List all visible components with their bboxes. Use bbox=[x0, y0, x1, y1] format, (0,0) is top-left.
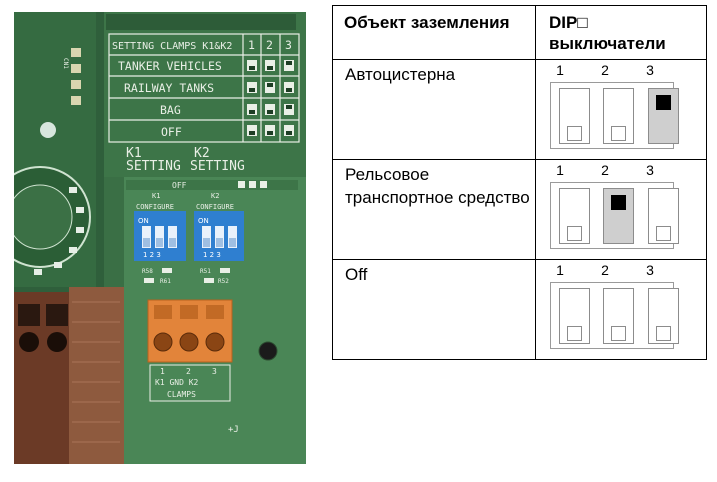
header-grounding-object: Объект заземления bbox=[332, 5, 536, 60]
photo-label-tanker: TANKER VEHICLES bbox=[118, 59, 222, 73]
dip-switch-2-off bbox=[603, 288, 634, 344]
dip-switch-knob bbox=[656, 226, 671, 241]
dip-diagram: 1 2 3 bbox=[536, 260, 706, 359]
dip-switch-knob bbox=[611, 326, 626, 341]
svg-text:R58: R58 bbox=[142, 268, 153, 275]
dip-switch-1-off bbox=[559, 288, 590, 344]
svg-text:+J: +J bbox=[228, 425, 239, 435]
photo-label-bag: BAG bbox=[160, 103, 181, 117]
svg-text:SETTING: SETTING bbox=[190, 159, 245, 174]
dip-diagram: 1 2 3 bbox=[536, 60, 706, 159]
header-dip-switches: DIP□ выключатели bbox=[535, 5, 707, 60]
dip-number-2: 2 bbox=[601, 62, 609, 78]
dip-switch-knob bbox=[611, 195, 626, 210]
photo-clamp-3: 3 bbox=[212, 367, 217, 376]
table-row: Рельсовое транспортное средство 1 2 3 bbox=[332, 159, 707, 260]
svg-text:ON: ON bbox=[198, 217, 209, 225]
dip-number-3: 3 bbox=[646, 62, 654, 78]
dip-switch-3-off bbox=[648, 288, 679, 344]
svg-text:R52: R52 bbox=[218, 278, 229, 285]
dip-number-1: 1 bbox=[556, 162, 564, 178]
photo-k1-setting: K1 bbox=[126, 146, 142, 161]
dip-switch-2-on bbox=[603, 188, 634, 244]
dip-diagram: 1 2 3 bbox=[536, 160, 706, 259]
dip-switch-knob bbox=[611, 126, 626, 141]
photo-clamp-1: 1 bbox=[160, 367, 165, 376]
dip-switch-knob bbox=[567, 226, 582, 241]
photo-clamps-word: CLAMPS bbox=[167, 390, 196, 399]
photo-sw1-title: K1 bbox=[152, 192, 160, 200]
dip-switch-1-off bbox=[559, 88, 590, 144]
table-row: Автоцистерна 1 2 3 bbox=[332, 59, 707, 160]
svg-text:CONFIGURE: CONFIGURE bbox=[196, 203, 234, 211]
photo-col-1: 1 bbox=[248, 38, 255, 52]
svg-text:R61: R61 bbox=[160, 278, 171, 285]
svg-text:R51: R51 bbox=[200, 268, 211, 275]
dip-number-1: 1 bbox=[556, 262, 564, 278]
photo-label-off: OFF bbox=[161, 125, 182, 139]
dip-frame bbox=[550, 182, 679, 249]
svg-text:1 2 3: 1 2 3 bbox=[203, 251, 221, 259]
photo-sw2-title: K2 bbox=[211, 192, 219, 200]
table-header-row: Объект заземления DIP□ выключатели bbox=[332, 5, 707, 60]
dip-switch-3-off bbox=[648, 188, 679, 244]
dip-switch-table: Объект заземления DIP□ выключатели Автоц… bbox=[332, 5, 707, 360]
photo-clamp-2: 2 bbox=[186, 367, 191, 376]
photo-col-2: 2 bbox=[266, 38, 273, 52]
dip-switch-knob bbox=[656, 326, 671, 341]
row-name-tanker: Автоцистерна bbox=[332, 59, 536, 160]
dip-frame bbox=[550, 82, 679, 149]
dip-number-2: 2 bbox=[601, 262, 609, 278]
dip-number-2: 2 bbox=[601, 162, 609, 178]
dip-switch-knob bbox=[567, 126, 582, 141]
svg-text:1 2 3: 1 2 3 bbox=[143, 251, 161, 259]
svg-text:SETTING: SETTING bbox=[126, 159, 181, 174]
dip-switch-2-off bbox=[603, 88, 634, 144]
photo-board-off: OFF bbox=[172, 181, 187, 190]
photo-col-3: 3 bbox=[285, 38, 292, 52]
photo-k2-setting: K2 bbox=[194, 146, 210, 161]
row-name-railway: Рельсовое транспортное средство bbox=[332, 159, 536, 260]
dip-number-1: 1 bbox=[556, 62, 564, 78]
photo-label-railway: RAILWAY TANKS bbox=[124, 81, 214, 95]
dip-number-3: 3 bbox=[646, 162, 654, 178]
dip-switch-3-on bbox=[648, 88, 679, 144]
dip-switch-1-off bbox=[559, 188, 590, 244]
dip-switch-knob bbox=[567, 326, 582, 341]
photo-label-setting: SETTING CLAMPS K1&K2 bbox=[112, 41, 232, 52]
dip-frame bbox=[550, 282, 679, 349]
svg-text:CONFIGURE: CONFIGURE bbox=[136, 203, 174, 211]
svg-text:ON: ON bbox=[138, 217, 149, 225]
dip-switch-knob bbox=[656, 95, 671, 110]
dip-number-3: 3 bbox=[646, 262, 654, 278]
svg-text:CN1: CN1 bbox=[62, 58, 69, 69]
row-name-off: Off bbox=[332, 259, 536, 360]
table-row: Off 1 2 3 bbox=[332, 259, 707, 360]
photo-clamp-labels: K1 GND K2 bbox=[155, 378, 199, 387]
pcb-photo: SETTING CLAMPS K1&K2 TANKER VEHICLES RAI… bbox=[14, 12, 306, 464]
